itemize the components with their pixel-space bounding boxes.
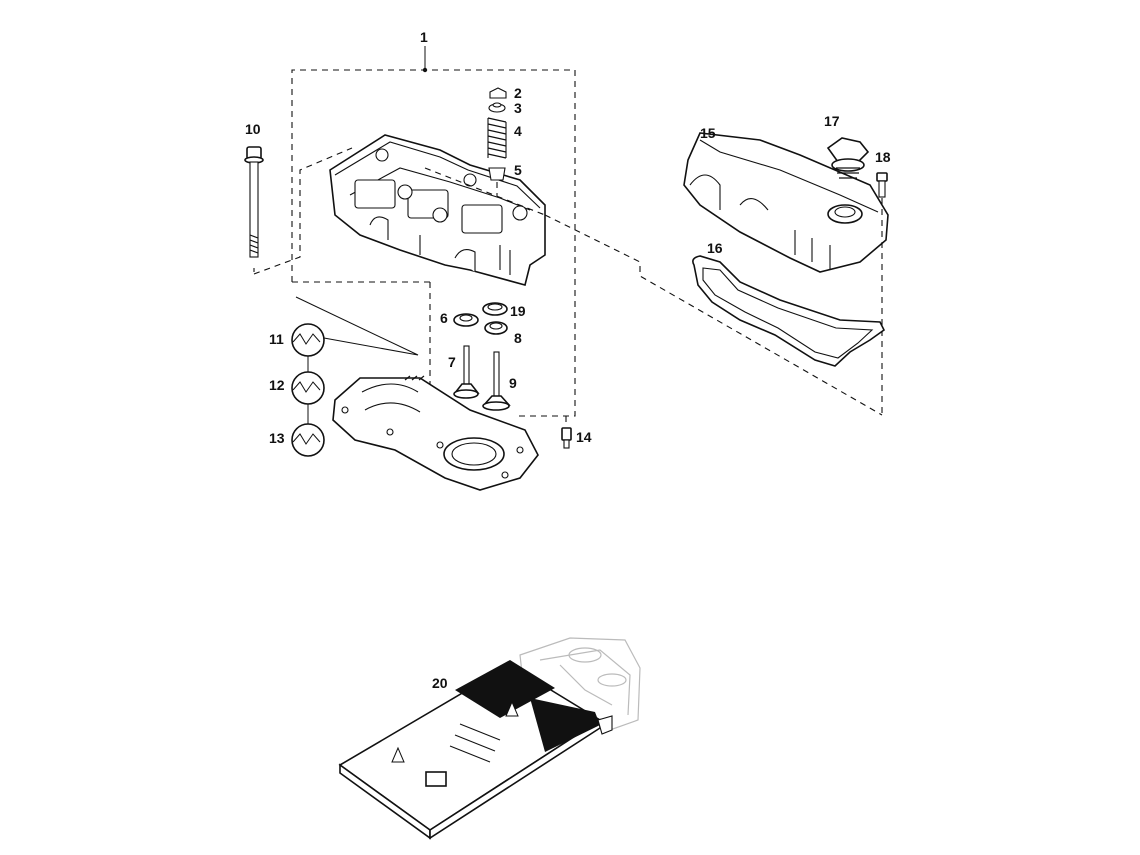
callout-11: 11	[269, 331, 284, 347]
callout-5: 5	[514, 162, 522, 178]
callout-8: 8	[514, 330, 522, 346]
cover-gasket-icon	[692, 255, 886, 367]
callout-13: 13	[269, 430, 285, 446]
callout-16: 16	[707, 240, 723, 256]
valve-spring-icon	[487, 117, 507, 159]
valve-seat-ring-icon	[453, 313, 479, 327]
exhaust-valve-icon	[482, 351, 511, 411]
spring-retainer-icon	[488, 102, 506, 113]
head-gasket-thickness-13-icon	[291, 423, 325, 457]
valve-icon	[453, 345, 480, 399]
head-gasket-icon	[332, 375, 539, 491]
callout-19: 19	[510, 303, 526, 319]
callout-15: 15	[700, 125, 716, 141]
callout-12: 12	[269, 377, 285, 393]
callout-7: 7	[448, 354, 456, 370]
valve-seat-ring-exhaust-icon	[484, 321, 508, 335]
callout-9: 9	[509, 375, 517, 391]
rocker-cover-icon	[683, 132, 889, 273]
oil-filler-cap-icon	[826, 137, 870, 179]
callout-10: 10	[245, 121, 261, 137]
gasket-kit-box-icon	[338, 637, 641, 840]
callout-20: 20	[432, 675, 448, 691]
valve-stem-seal-icon	[488, 167, 506, 181]
assembly-1-outline	[291, 46, 576, 417]
injector-nozzle-icon	[561, 416, 572, 449]
callout-18: 18	[875, 149, 891, 165]
head-gasket-thickness-12-icon	[291, 371, 325, 405]
callout-labels: 1 2 3 4 5 6 7 8 9 10 11 12 13 14 15 16 1…	[245, 29, 891, 691]
callout-4: 4	[514, 123, 522, 139]
valve-collets-icon	[489, 87, 507, 99]
callout-2: 2	[514, 85, 522, 101]
callout-6: 6	[440, 310, 448, 326]
callout-3: 3	[514, 100, 522, 116]
cylinder-head-icon	[329, 134, 546, 286]
seal-ring-icon	[482, 302, 508, 316]
head-bolt-icon	[244, 146, 264, 272]
callout-1: 1	[420, 29, 428, 45]
head-gasket-thickness-11-icon	[291, 323, 325, 357]
callout-14: 14	[576, 429, 592, 445]
cover-bolt-icon	[876, 172, 888, 198]
callout-17: 17	[824, 113, 840, 129]
